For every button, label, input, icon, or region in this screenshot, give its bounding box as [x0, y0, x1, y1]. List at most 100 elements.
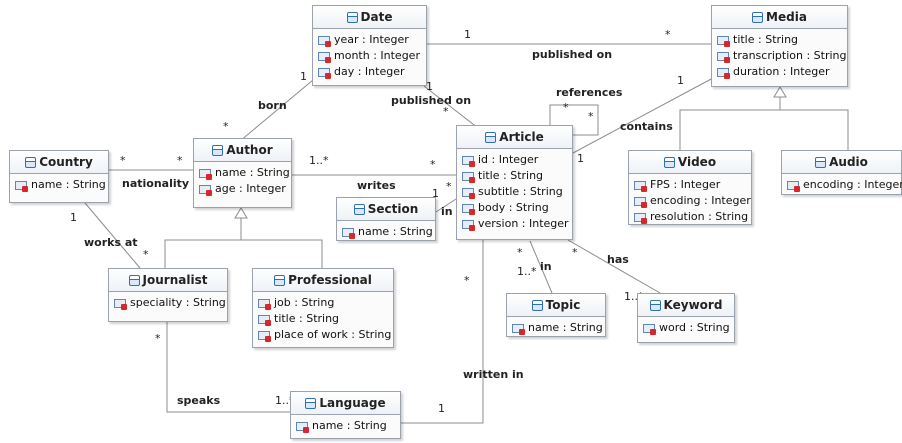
- label-references: references: [556, 86, 623, 99]
- attribute: age : Integer: [199, 181, 287, 197]
- attribute-text: FPS : Integer: [650, 178, 721, 191]
- class-name: Country: [39, 155, 93, 169]
- attribute-text: name : String: [312, 419, 387, 432]
- assoc-section: [435, 198, 457, 213]
- class-icon: [649, 299, 661, 311]
- label-has: has: [607, 253, 629, 266]
- mult-lang-article: *: [464, 274, 470, 287]
- class-name: Professional: [288, 273, 372, 287]
- class-section[interactable]: Section name : String: [336, 197, 436, 241]
- attribute-list: name : String age : Integer: [194, 162, 291, 200]
- attribute: title : String: [258, 311, 389, 327]
- attribute-text: place of work : String: [274, 328, 392, 341]
- attribute-text: title : String: [478, 169, 544, 182]
- attribute-list: name : String: [507, 317, 605, 339]
- class-header: Country: [10, 151, 108, 174]
- attribute-icon: [643, 323, 656, 335]
- class-header: Media: [712, 6, 847, 29]
- class-name: Journalist: [142, 273, 208, 287]
- class-icon: [305, 397, 317, 409]
- class-icon: [663, 156, 675, 168]
- attribute-icon: [199, 184, 212, 196]
- class-icon: [274, 274, 286, 286]
- class-date[interactable]: Date year : Integer month : Integer day …: [312, 5, 427, 86]
- attribute-text: encoding : Integer: [650, 194, 751, 207]
- class-media[interactable]: Media title : String transcription : Str…: [711, 5, 848, 87]
- mult-contains-media: 1: [677, 74, 684, 87]
- generalization-journalist: [164, 218, 242, 268]
- class-header: Date: [313, 6, 426, 29]
- label-contains: contains: [620, 120, 673, 133]
- generalization-arrow-media: [773, 86, 787, 98]
- attribute-icon: [462, 171, 475, 183]
- class-topic[interactable]: Topic name : String: [506, 293, 606, 337]
- class-icon: [752, 11, 764, 23]
- class-article[interactable]: Article id : Integer title : String subt…: [456, 125, 573, 240]
- class-header: Professional: [253, 269, 393, 292]
- class-language[interactable]: Language name : String: [290, 391, 401, 439]
- mult-date-media-media: *: [665, 28, 671, 41]
- mult-born-date: 1: [300, 70, 307, 83]
- attribute-icon: [342, 227, 355, 239]
- class-keyword[interactable]: Keyword word : String: [637, 293, 735, 343]
- class-name: Video: [677, 155, 717, 169]
- assoc-topic: [529, 240, 553, 294]
- attribute-text: name : String: [528, 321, 603, 334]
- mult-ref-b: *: [588, 110, 594, 123]
- mult-lang-language: 1: [438, 402, 445, 415]
- class-name: Date: [360, 10, 393, 24]
- attribute-icon: [462, 187, 475, 199]
- mult-contains-article: 1: [577, 152, 584, 165]
- class-professional[interactable]: Professional job : String title : String…: [252, 268, 394, 348]
- mult-topic-topic: 1..*: [517, 265, 537, 278]
- mult-pub-article: *: [443, 105, 449, 118]
- class-icon: [25, 156, 37, 168]
- class-header: Video: [629, 151, 751, 174]
- attribute-icon: [634, 196, 647, 208]
- class-header: Section: [337, 198, 435, 221]
- attribute-text: word : String: [659, 321, 730, 334]
- mult-writes-author: 1..*: [309, 154, 329, 167]
- attribute: name : String: [512, 320, 603, 336]
- class-journalist[interactable]: Journalist speciality : String: [108, 268, 228, 322]
- attribute: body : String: [462, 200, 568, 216]
- mult-pub-date: 1: [426, 80, 433, 93]
- attribute: encoding : Integer: [787, 177, 902, 193]
- attribute-text: subtitle : String: [478, 185, 563, 198]
- attribute-icon: [199, 168, 212, 180]
- class-header: Language: [291, 392, 400, 415]
- label-written-in: written in: [463, 368, 524, 381]
- attribute: duration : Integer: [717, 64, 843, 80]
- attribute: job : String: [258, 295, 389, 311]
- attribute-text: transcription : String: [733, 49, 847, 62]
- assoc-works-at: [84, 202, 141, 269]
- class-header: Author: [194, 139, 291, 162]
- attribute: encoding : Integer: [634, 193, 751, 209]
- attribute-icon: [258, 330, 271, 342]
- label-published-on-media: published on: [532, 48, 612, 61]
- label-speaks: speaks: [177, 394, 221, 407]
- class-video[interactable]: Video FPS : Integer encoding : Integer r…: [628, 150, 752, 225]
- attribute: title : String: [717, 32, 843, 48]
- class-audio[interactable]: Audio encoding : Integer: [781, 150, 902, 195]
- attribute: subtitle : String: [462, 184, 568, 200]
- class-icon: [531, 299, 543, 311]
- attribute-list: speciality : String: [109, 292, 227, 314]
- attribute: name : String: [342, 224, 433, 240]
- attribute: speciality : String: [114, 295, 226, 311]
- attribute-icon: [114, 298, 127, 310]
- class-country[interactable]: Country name : String: [9, 150, 109, 203]
- mult-date-media-date: 1: [464, 28, 471, 41]
- class-name: Topic: [545, 298, 581, 312]
- attribute-list: job : String title : String place of wor…: [253, 292, 393, 346]
- class-author[interactable]: Author name : String age : Integer: [193, 138, 292, 208]
- assoc-has: [567, 239, 661, 294]
- attribute-list: name : String: [337, 221, 435, 243]
- attribute-icon: [258, 298, 271, 310]
- attribute: day : Integer: [318, 64, 422, 80]
- attribute: transcription : String: [717, 48, 847, 64]
- generalization-arrow-author: [234, 207, 248, 219]
- attribute: FPS : Integer: [634, 177, 747, 193]
- label-in-section: in: [441, 205, 453, 218]
